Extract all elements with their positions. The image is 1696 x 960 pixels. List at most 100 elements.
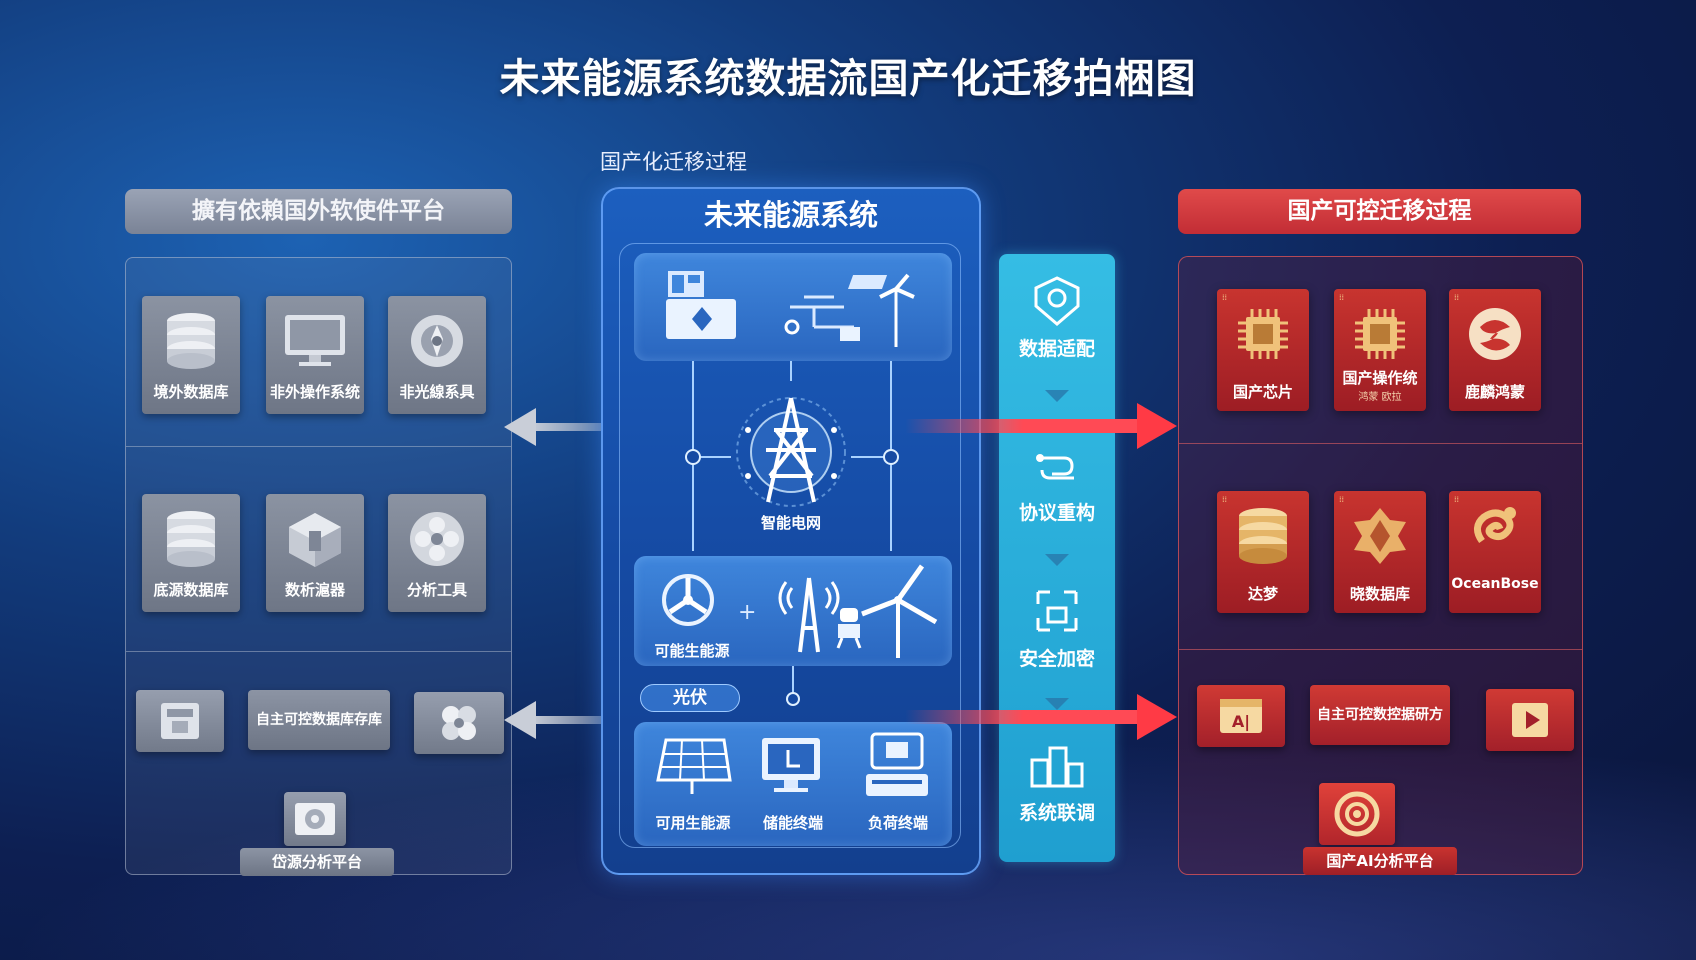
- data-analyzer-card[interactable]: 数析滬器: [266, 494, 364, 612]
- ai-platform-icon[interactable]: [1319, 783, 1395, 845]
- plus-icon: +: [738, 600, 757, 625]
- gem-star-icon: [1334, 503, 1426, 569]
- protocol-link-icon: [1036, 454, 1074, 480]
- ai-platform-label: 国产AI分析平台: [1303, 847, 1457, 875]
- chevron-down-icon: [1045, 390, 1069, 402]
- card-label: 底源数据库: [153, 581, 229, 599]
- smart-grid-label: 智能电网: [760, 514, 821, 532]
- process-step-label: 协议重构: [1018, 502, 1095, 524]
- chip-text: A|: [1232, 712, 1250, 732]
- ai-chip-icon[interactable]: A|: [1197, 685, 1285, 747]
- cube-icon: [266, 506, 364, 572]
- decor-dots: ⁞⁞: [1454, 293, 1460, 302]
- card-label: 非光線系具: [399, 383, 475, 401]
- load-terminal-icon: [862, 730, 932, 802]
- left-arrow-bottom: [504, 701, 660, 739]
- lock-frame-icon: [1036, 590, 1078, 632]
- card-sublabel: 鸿蒙 欧拉: [1358, 392, 1402, 403]
- left-panel: 境外数据库 非外操作系统 非光線系具 底源数据库 数析滬器 分析工具 自主可控数…: [125, 257, 512, 876]
- right-divider: [1179, 443, 1582, 444]
- source-database-card[interactable]: 底源数据库: [142, 494, 240, 612]
- chevron-down-icon: [1045, 554, 1069, 566]
- decor-dots: ⁞⁞: [1222, 495, 1228, 504]
- pv-connector: [786, 666, 800, 706]
- harmony-os-card[interactable]: ⁞⁞ 鹿麟鸿蒙: [1449, 289, 1541, 411]
- robot-icon: [834, 606, 864, 650]
- card-label: 国产芯片: [1232, 383, 1293, 401]
- left-divider: [126, 651, 511, 652]
- flower-module-icon[interactable]: [414, 692, 504, 754]
- self-controlled-database-bar[interactable]: 自主可控数据库存库: [248, 690, 390, 750]
- dameng-card[interactable]: ⁞⁞ 达梦: [1217, 491, 1309, 613]
- analysis-tool-card[interactable]: 分析工具: [388, 494, 486, 612]
- left-header: 擴有依賴国外软使件平台: [125, 189, 512, 234]
- monitor-icon: [266, 308, 364, 374]
- page-title: 未来能源系统数据流国产化迁移拍梱图: [499, 56, 1197, 102]
- domestic-os-card[interactable]: ⁞⁞ 国产操作统 鸿蒙 欧拉: [1334, 289, 1426, 411]
- foreign-os-card[interactable]: 非外操作系统: [266, 296, 364, 414]
- media-player-icon[interactable]: [1486, 689, 1574, 751]
- solar-panel-icon: [652, 736, 732, 796]
- process-step-label: 安全加密: [1018, 648, 1095, 670]
- process-step-protocol[interactable]: 协议重构: [999, 444, 1115, 525]
- subtitle: 国产化迁移过程: [600, 150, 747, 174]
- renewable-label: 可能生能源: [654, 642, 730, 660]
- signal-tower-icon: [774, 568, 844, 654]
- pv-tag[interactable]: 光伏: [640, 684, 740, 712]
- decor-dots: ⁞⁞: [1454, 495, 1460, 504]
- right-divider: [1179, 649, 1582, 650]
- chip-icon: [1334, 301, 1426, 367]
- wind-turbine-icon: [856, 560, 940, 660]
- terminal-label: 可用生能源: [655, 814, 731, 832]
- center-title: 未来能源系统: [703, 198, 878, 232]
- card-label: 非外操作系统: [269, 383, 360, 401]
- card-label: OceanBose: [1451, 576, 1539, 592]
- decor-dots: ⁞⁞: [1222, 293, 1228, 302]
- grid-connector-lines: [685, 361, 899, 551]
- database-icon: [142, 506, 240, 572]
- database-icon: [1217, 503, 1309, 569]
- hydro-turbine-icon: [658, 570, 718, 630]
- right-header: 国产可控迁移过程: [1178, 189, 1581, 234]
- card-label: 境外数据库: [153, 383, 229, 401]
- domestic-chip-card[interactable]: ⁞⁞ 国产芯片: [1217, 289, 1309, 411]
- card-label: 分析工具: [406, 581, 467, 599]
- process-step-integration[interactable]: 系统联调: [999, 744, 1115, 825]
- grid-network-icon: [784, 267, 924, 351]
- generation-tile: [634, 253, 952, 361]
- renewable-tile: +: [634, 556, 952, 666]
- analysis-platform-label: 岱源分析平台: [240, 848, 394, 876]
- analysis-platform-icon[interactable]: [284, 792, 346, 846]
- right-arrow-bottom: [905, 694, 1177, 740]
- center-inner-frame: [619, 243, 961, 848]
- oceanbase-card[interactable]: ⁞⁞ OceanBose: [1449, 491, 1541, 613]
- terminal-label: 负荷终端: [867, 814, 928, 832]
- card-label: 鹿麟鸿蒙: [1464, 383, 1525, 401]
- process-step-encrypt[interactable]: 安全加密: [999, 584, 1115, 671]
- control-screen-icon: [664, 269, 738, 345]
- process-step-data-adapt[interactable]: 数据适配: [999, 274, 1115, 361]
- terminal-tile: [634, 722, 952, 846]
- right-arrow-top: [905, 403, 1177, 449]
- left-arrow-top: [504, 408, 660, 446]
- foreign-database-card[interactable]: 境外数据库: [142, 296, 240, 414]
- server-box-icon[interactable]: [136, 690, 224, 752]
- card-label: 国产操作统: [1342, 369, 1418, 387]
- self-controlled-research-bar[interactable]: 自主可控数控据研方: [1310, 685, 1450, 745]
- card-label: 晓数据库: [1349, 585, 1410, 603]
- transmission-tower-icon: [724, 390, 858, 520]
- card-label: 达梦: [1247, 585, 1278, 603]
- oceanbase-logo-icon: [1449, 497, 1541, 563]
- decor-dots: ⁞⁞: [1339, 293, 1345, 302]
- process-step-label: 数据适配: [1018, 338, 1095, 360]
- gear-globe-icon: [388, 308, 486, 374]
- foreign-system-card[interactable]: 非光線系具: [388, 296, 486, 414]
- shield-icon: [1034, 276, 1080, 326]
- right-panel: ⁞⁞ 国产芯片 ⁞⁞ 国产操作统 鸿蒙 欧拉 ⁞⁞ 鹿麟鸿蒙 ⁞⁞ 达梦 ⁞⁞ …: [1178, 256, 1583, 875]
- terminal-label: 储能终端: [762, 814, 823, 832]
- domestic-database-card[interactable]: ⁞⁞ 晓数据库: [1334, 491, 1426, 613]
- migration-process-strip: 数据适配 协议重构 安全加密 系统联调: [999, 254, 1115, 862]
- server-rack-icon: [1030, 746, 1084, 788]
- process-step-label: 系统联调: [1018, 802, 1095, 824]
- chevron-down-icon: [1045, 698, 1069, 710]
